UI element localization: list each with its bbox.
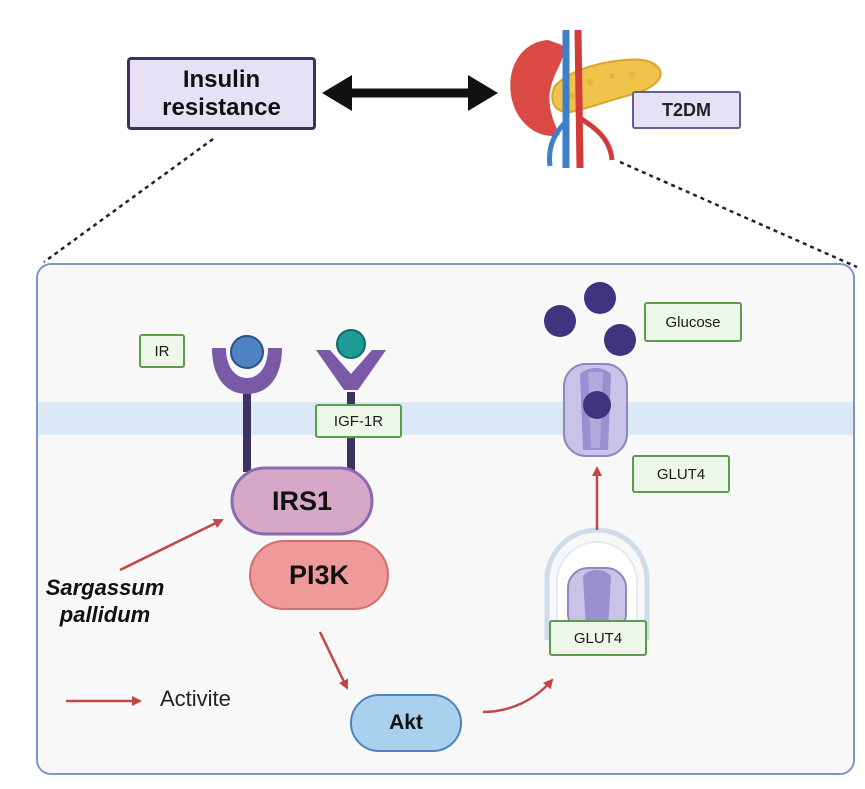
ir-label-box: IR bbox=[139, 334, 185, 368]
sargassum-line1: Sargassum bbox=[45, 575, 165, 600]
irs1-label: IRS1 bbox=[232, 468, 372, 534]
insulin-resistance-box: Insulin resistance bbox=[127, 57, 316, 130]
glucose-molecule bbox=[604, 324, 636, 356]
glut4-vesicle-label: GLUT4 bbox=[573, 629, 623, 647]
glucose-molecule bbox=[584, 282, 616, 314]
glucose-in-transporter bbox=[583, 391, 611, 419]
akt-shape bbox=[350, 694, 462, 752]
glut4-membrane-label: GLUT4 bbox=[656, 465, 706, 483]
ir-receptor bbox=[212, 348, 282, 472]
igf-ligand bbox=[336, 329, 366, 359]
glut4-membrane-label-box: GLUT4 bbox=[632, 455, 730, 493]
ir-label: IR bbox=[154, 342, 170, 360]
glucose-label-box: Glucose bbox=[644, 302, 742, 342]
cell-membrane bbox=[38, 394, 853, 444]
akt-text: Akt bbox=[389, 711, 423, 734]
t2dm-label: T2DM bbox=[662, 99, 711, 120]
pi3k-label: PI3K bbox=[250, 541, 388, 609]
activation-arrows bbox=[66, 466, 602, 714]
irs1-shape bbox=[230, 466, 374, 536]
zoom-line-right bbox=[619, 160, 858, 269]
sargassum-pallidum-label: Sargassum pallidum bbox=[30, 574, 180, 628]
zoom-line-left bbox=[43, 137, 214, 264]
irs1-text: IRS1 bbox=[271, 485, 333, 516]
pi3k-text: PI3K bbox=[288, 559, 350, 590]
legend-label: Activite bbox=[160, 686, 231, 711]
t2dm-box: T2DM bbox=[632, 91, 741, 129]
pancreas-icon bbox=[510, 29, 662, 169]
akt-label: Akt bbox=[351, 695, 461, 751]
insulin-resistance-line2: resistance bbox=[162, 93, 281, 121]
insulin-resistance-line1: Insulin bbox=[182, 65, 261, 93]
glucose-molecule bbox=[544, 305, 576, 337]
sargassum-line2: pallidum bbox=[59, 602, 151, 627]
glut4-vesicle bbox=[544, 527, 650, 640]
glut4-vesicle-label-box: GLUT4 bbox=[549, 620, 647, 656]
insulin-ligand bbox=[230, 335, 264, 369]
double-arrow bbox=[322, 75, 498, 111]
glucose-label: Glucose bbox=[665, 313, 721, 331]
igf1r-label: IGF-1R bbox=[333, 412, 384, 430]
pi3k-shape bbox=[249, 540, 389, 610]
igf1r-label-box: IGF-1R bbox=[315, 404, 402, 438]
